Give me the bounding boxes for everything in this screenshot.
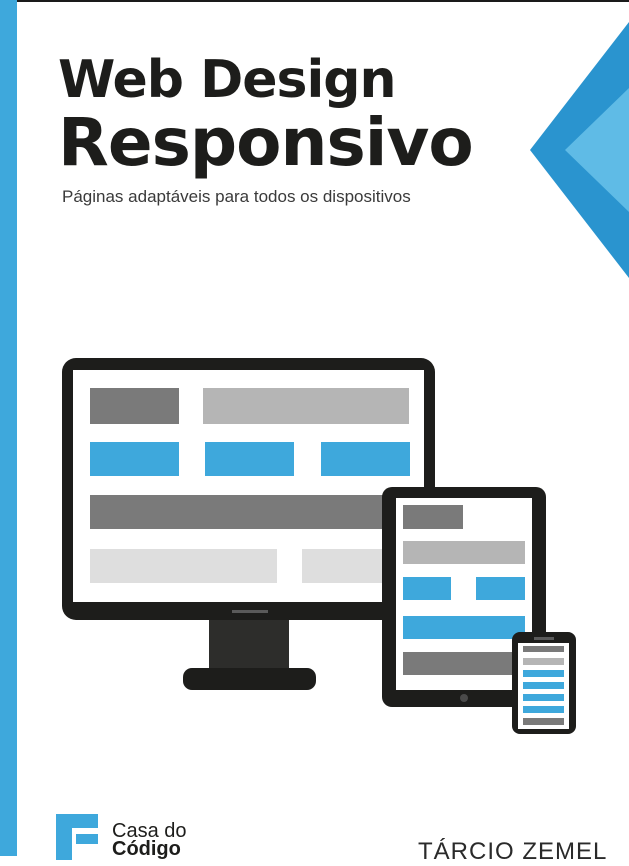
publisher-logo: Casa do Código: [52, 810, 212, 860]
publisher-name-line-2: Código: [112, 838, 181, 860]
phone-icon: [512, 632, 576, 734]
author-name: TÁRCIO ZEMEL: [418, 838, 608, 865]
subtitle: Páginas adaptáveis para todos os disposi…: [62, 187, 411, 206]
publisher-name-line-1: Casa do: [112, 820, 187, 842]
title-line-2: Responsivo: [58, 104, 474, 181]
tablet-icon: [382, 487, 546, 707]
responsive-devices-icon: [62, 358, 576, 734]
monitor-icon: [62, 358, 435, 690]
title-line-1: Web Design: [58, 50, 397, 110]
casa-do-codigo-logo-icon: [56, 814, 98, 860]
top-border: [0, 0, 629, 2]
cover-spine: [0, 0, 17, 856]
